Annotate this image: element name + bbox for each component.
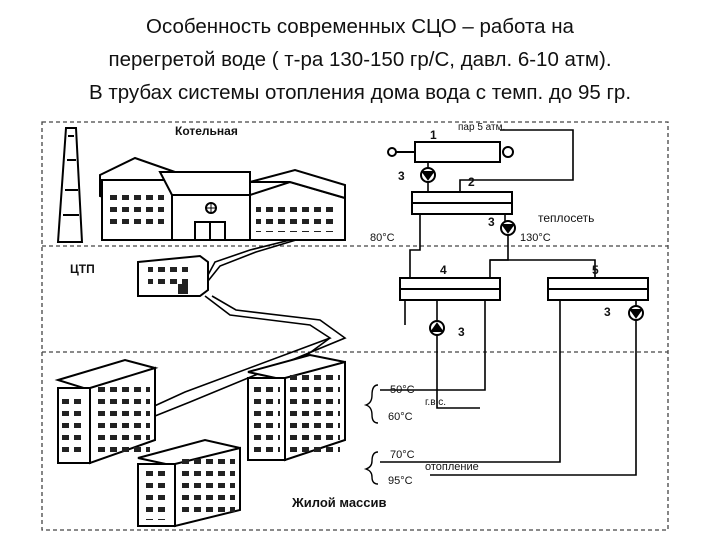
title-line-1: Особенность современных СЦО – работа на: [146, 15, 574, 38]
title-line-2: перегретой воде ( т-ра 130-150 гр/С, дав…: [108, 48, 612, 71]
label-3b: 3: [488, 215, 495, 229]
label-3a: 3: [398, 169, 405, 183]
temp-130: 130°C: [520, 232, 551, 244]
label-4: 4: [440, 263, 447, 277]
residential-building-1: [54, 358, 159, 465]
temp-95: 95°C: [388, 475, 413, 487]
steam-label: пар 5 атм.: [458, 122, 505, 133]
heating-label: отопление: [425, 461, 479, 473]
hot-water-label: г.в.с.: [425, 397, 446, 408]
pump-icon: [420, 167, 644, 336]
temp-70: 70°C: [390, 449, 415, 461]
temp-60: 60°C: [388, 411, 413, 423]
heat-exchanger-5: [547, 277, 649, 301]
title-line-3: В трубах системы отопления дома вода с т…: [88, 81, 632, 104]
zone-label-residential: Жилой массив: [291, 495, 387, 510]
label-1: 1: [430, 128, 437, 142]
label-5: 5: [592, 263, 599, 277]
piping-network: [380, 129, 637, 476]
slide-title: Особенность современных СЦО – работа на …: [0, 10, 720, 109]
residential-building-2: [247, 353, 346, 462]
heat-network-label: теплосеть: [538, 211, 594, 225]
temp-50: 50°C: [390, 384, 415, 396]
label-2: 2: [468, 175, 475, 189]
label-3d: 3: [604, 305, 611, 319]
ctp-building: [137, 254, 209, 297]
residential-building-3: [137, 438, 241, 528]
pipe-boiler-to-ctp: [207, 239, 297, 282]
zone-label-ctp: ЦТП: [70, 262, 95, 276]
boiler-house-building: [99, 156, 346, 241]
chimney: [56, 127, 84, 243]
braces: [363, 384, 379, 485]
temp-80: 80°C: [370, 232, 395, 244]
heat-exchanger-2: [411, 191, 513, 215]
boiler-unit-1: [387, 141, 514, 163]
zone-label-boiler: Котельная: [175, 124, 238, 138]
label-3c: 3: [458, 325, 465, 339]
heat-exchanger-4: [399, 277, 501, 301]
zone-borders: [41, 121, 669, 531]
